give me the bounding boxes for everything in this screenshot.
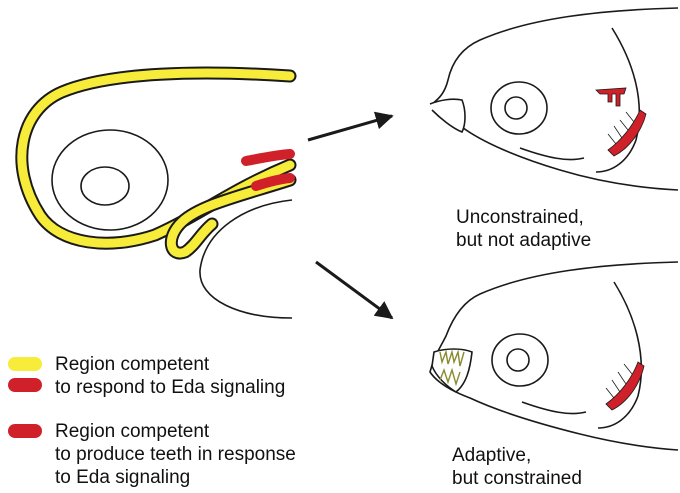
legend-swatches [8, 357, 42, 438]
yellow-swatch [8, 357, 42, 371]
fish-top-jaw [429, 98, 466, 134]
caption-adaptive-line2: but constrained [452, 468, 582, 489]
legend-item-teeth-line3: to Eda signaling [55, 467, 191, 488]
red-swatch [8, 378, 42, 392]
legend-item-teeth-line2: to produce teeth in response [55, 444, 296, 465]
embryo-head [15, 66, 297, 319]
fish-bottom-pharyngeal-teeth [605, 361, 645, 411]
red-tooth-region-upper [241, 149, 295, 166]
fish-adaptive [429, 261, 679, 451]
fish-top-eye-inner [504, 96, 528, 120]
red-tooth-region-lower [251, 173, 295, 191]
caption-unconstrained-line1: Unconstrained, [456, 207, 584, 228]
legend-item-respond-line1: Region competent [55, 354, 210, 375]
fish-unconstrained [429, 7, 679, 191]
fish-top-head-outline [431, 7, 679, 191]
caption-unconstrained: Unconstrained, but not adaptive [456, 206, 591, 252]
caption-adaptive: Adaptive, but constrained [452, 444, 582, 490]
fish-bottom-operculum [597, 281, 643, 429]
arrow-to-adaptive [315, 260, 394, 320]
legend-item-teeth: Region competent to produce teeth in res… [55, 420, 296, 489]
legend-item-respond: Region competent to respond to Eda signa… [55, 353, 285, 399]
fish-top-pharyngeal-teeth-upper [595, 87, 627, 107]
fish-bottom-oral-teeth [439, 349, 465, 387]
fish-bottom-head-outline [429, 261, 679, 451]
embryo-eye-inner [80, 166, 130, 206]
embryo-heart-bulge [199, 199, 293, 319]
caption-adaptive-line1: Adaptive, [452, 445, 532, 466]
red-swatch [8, 424, 42, 438]
fish-bottom-eye-inner [506, 348, 530, 372]
arrow-to-unconstrained [307, 111, 394, 142]
fish-top-pharyngeal-teeth-lower [607, 109, 647, 157]
caption-unconstrained-line2: but not adaptive [456, 230, 592, 251]
legend-item-teeth-line1: Region competent [55, 421, 210, 442]
legend-item-respond-line2: to respond to Eda signaling [55, 377, 286, 398]
